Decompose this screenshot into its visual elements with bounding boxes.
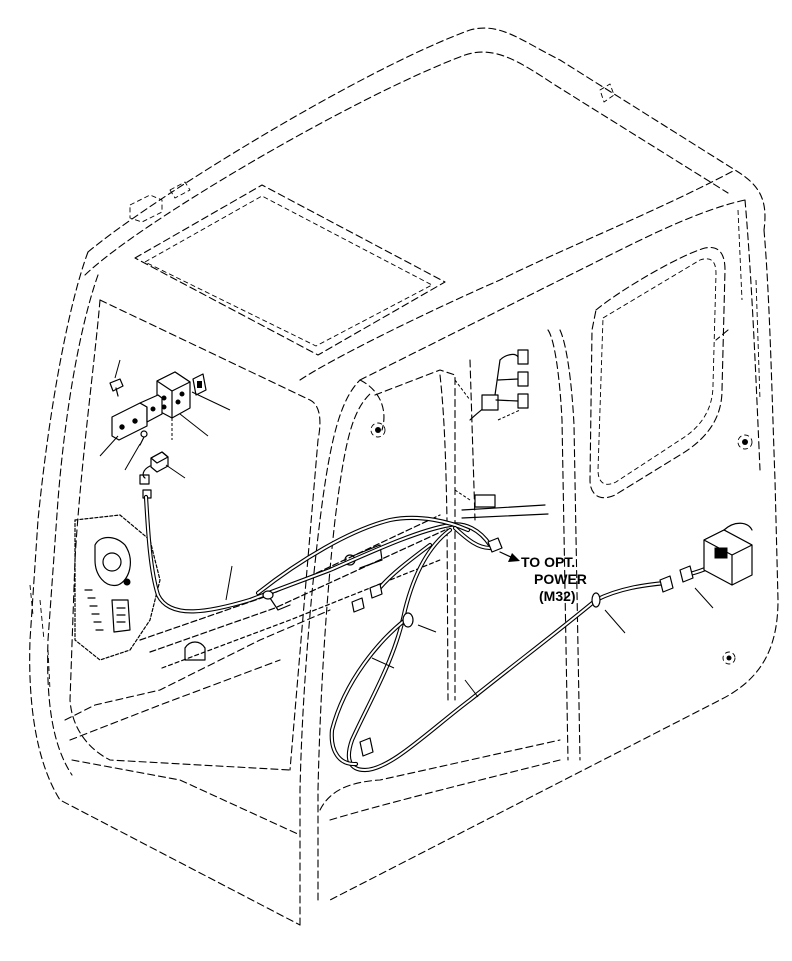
callout-label: TO OPT. POWER (M32) bbox=[521, 554, 587, 604]
relay-box bbox=[156, 371, 191, 440]
callout-line-2: POWER bbox=[534, 571, 587, 587]
screw-icon bbox=[139, 430, 148, 446]
rear-rails bbox=[139, 349, 549, 669]
relay-assembly bbox=[99, 359, 231, 499]
mounting-bracket bbox=[111, 394, 163, 441]
wire-connector bbox=[369, 583, 383, 599]
wire-connector bbox=[659, 575, 674, 593]
wire-connector bbox=[359, 737, 374, 757]
cab-shell bbox=[29, 27, 779, 926]
callout-line-1: TO OPT. bbox=[521, 554, 575, 570]
callout-line-3: (M32) bbox=[539, 588, 576, 604]
leader-lines bbox=[225, 379, 714, 698]
wire-harness bbox=[143, 494, 725, 773]
relay-connector bbox=[139, 451, 169, 499]
bolt-icon bbox=[109, 378, 124, 397]
power-unit bbox=[703, 522, 753, 586]
left-console bbox=[74, 514, 161, 661]
gasket bbox=[192, 373, 207, 396]
callout-arrow bbox=[499, 551, 520, 562]
wire-connector bbox=[351, 597, 365, 613]
wire-connector bbox=[679, 565, 694, 583]
wire-connector bbox=[487, 537, 503, 553]
